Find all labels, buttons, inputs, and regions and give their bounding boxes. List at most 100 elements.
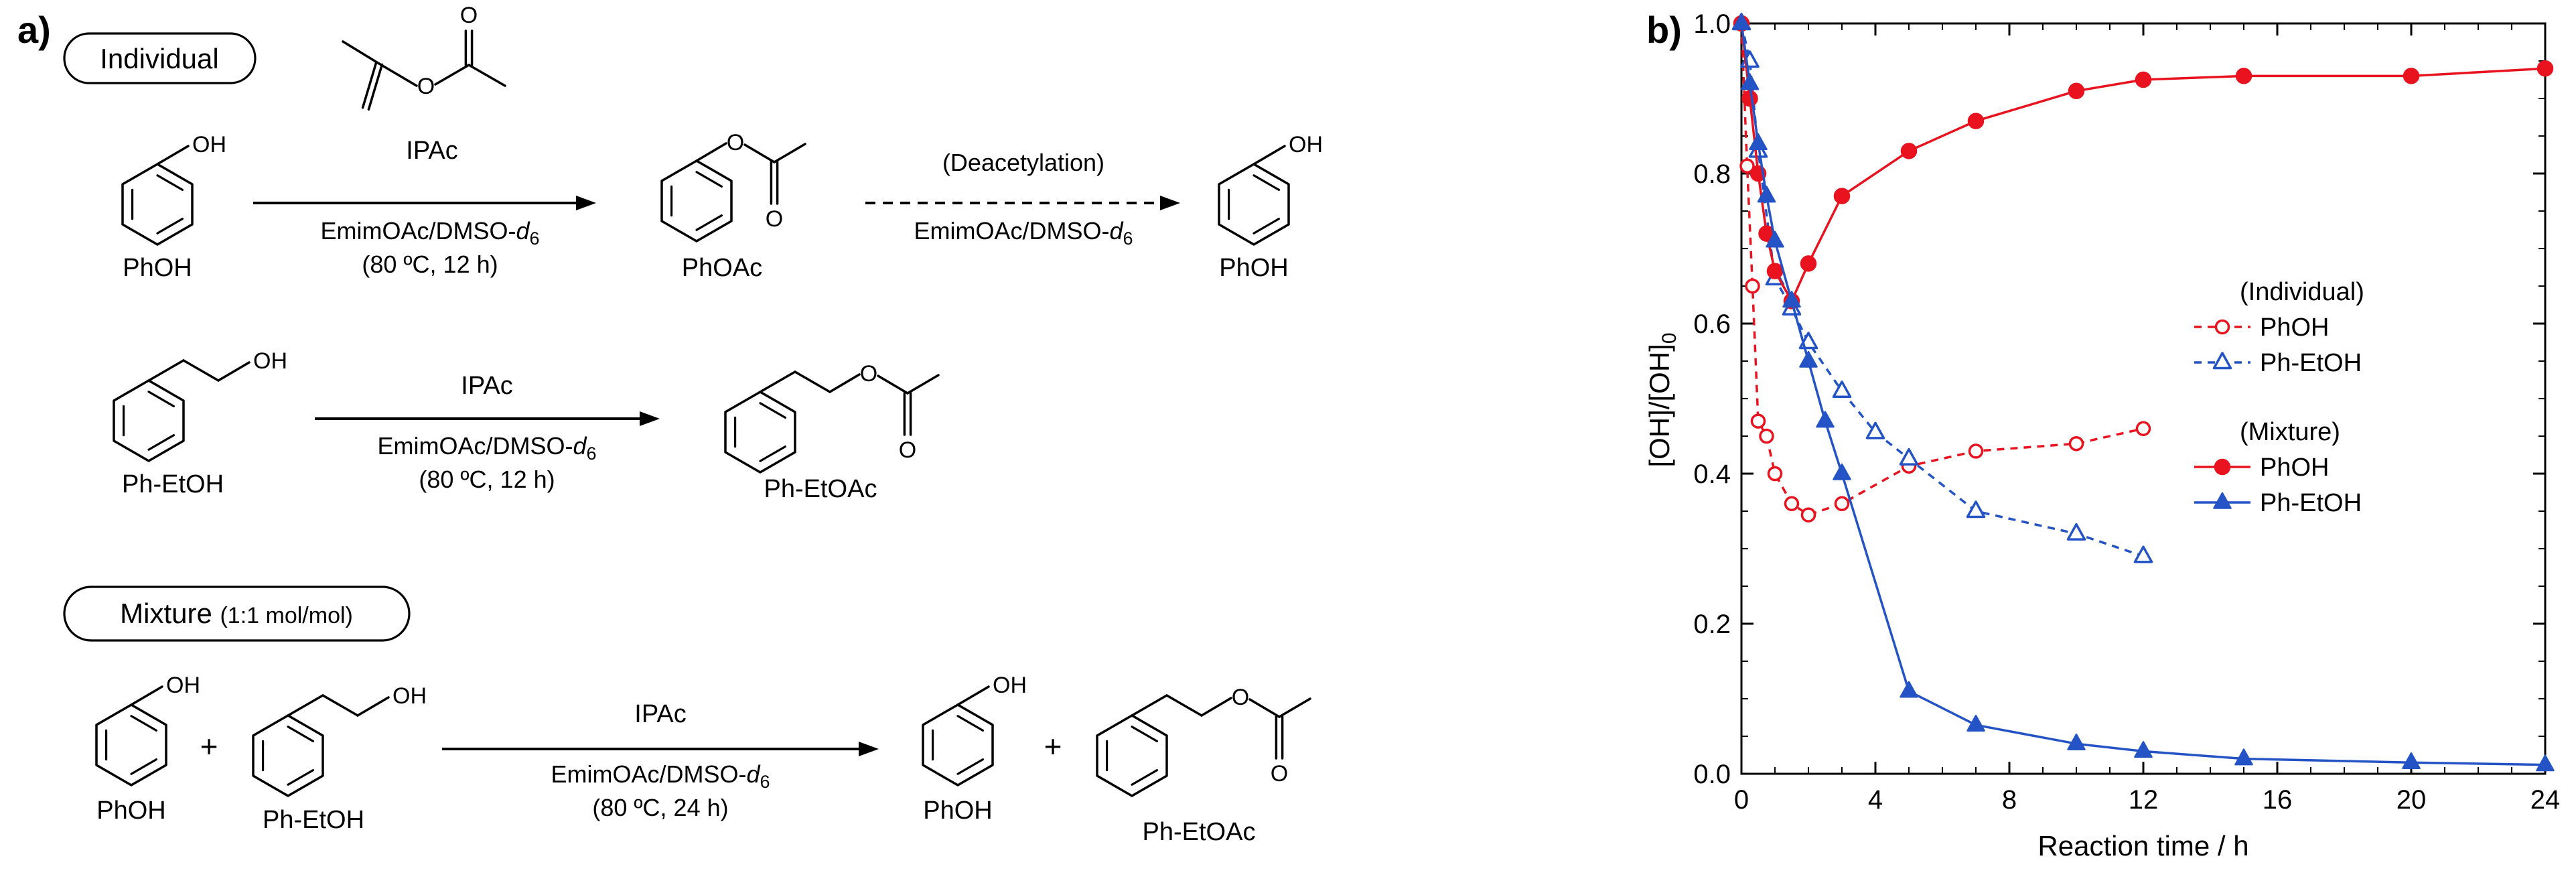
benzene-ring bbox=[121, 163, 194, 246]
open-triangle-marker bbox=[1966, 500, 1986, 519]
filled-circle-marker bbox=[1766, 263, 1784, 279]
filled-circle-marker bbox=[2403, 68, 2420, 84]
chart-legend: (Individual)PhOHPh-EtOH(Mixture)PhOHPh-E… bbox=[2194, 278, 2364, 517]
phoac-label: PhOAc bbox=[682, 254, 762, 282]
x-tick-label: 24 bbox=[2530, 785, 2561, 815]
reaction-scheme-figure: IndividualOHPhOHOOIPAcEmimOAc/DMSO-d6(80… bbox=[63, 3, 1323, 846]
series-individual-ph-etoh bbox=[1731, 13, 2153, 563]
bond bbox=[1253, 174, 1281, 191]
panel-a-label: a) bbox=[17, 9, 51, 51]
benzene-ring bbox=[113, 379, 185, 462]
o-atom-label: O bbox=[899, 437, 916, 463]
x-tick-label: 16 bbox=[2263, 785, 2293, 815]
filled-triangle-marker bbox=[2536, 754, 2555, 772]
open-triangle-marker bbox=[1832, 381, 1852, 399]
open-circle-marker bbox=[1750, 413, 1766, 429]
bond bbox=[156, 174, 184, 191]
bond bbox=[956, 685, 990, 706]
open-triangle-marker bbox=[2066, 523, 2086, 541]
bond bbox=[130, 685, 163, 706]
open-triangle-marker bbox=[1899, 448, 1919, 466]
filled-triangle-marker bbox=[1757, 186, 1776, 203]
benzene-ring bbox=[252, 714, 324, 797]
y-tick-label: 0.8 bbox=[1693, 159, 1731, 189]
ipac-label: IPAc bbox=[406, 137, 457, 165]
open-circle-marker bbox=[2068, 435, 2084, 452]
open-circle-marker bbox=[1800, 507, 1816, 523]
legend-group-header: (Mixture) bbox=[2240, 418, 2340, 446]
series-line bbox=[1740, 23, 2144, 557]
bond bbox=[287, 726, 315, 743]
filled-triangle-marker bbox=[1833, 463, 1851, 480]
filled-triangle-marker bbox=[1900, 681, 1918, 698]
bond bbox=[147, 391, 175, 408]
oh-atom-label: OH bbox=[192, 132, 226, 157]
y-tick-label: 0.0 bbox=[1693, 760, 1731, 789]
mixture-box-label: Mixture (1:1 mol/mol) bbox=[120, 598, 353, 629]
deacetylation-label: (Deacetylation) bbox=[942, 149, 1104, 176]
bond bbox=[1248, 698, 1281, 718]
x-tick-label: 20 bbox=[2396, 785, 2427, 815]
series-mixture-ph-etoh bbox=[1732, 13, 2555, 772]
scheme-row-individual-phoh: IndividualOHPhOHOOIPAcEmimOAc/DMSO-d6(80… bbox=[63, 3, 1323, 282]
y-tick-label: 0.4 bbox=[1693, 460, 1731, 489]
bond bbox=[877, 374, 909, 395]
legend-group-header: (Individual) bbox=[2240, 278, 2364, 306]
x-tick-label: 0 bbox=[1734, 785, 1749, 815]
filled-triangle-marker bbox=[1782, 291, 1801, 308]
arrow-head bbox=[576, 196, 596, 210]
bond bbox=[217, 361, 251, 382]
x-tick-label: 4 bbox=[1868, 785, 1883, 815]
label-box bbox=[63, 586, 411, 642]
ph-etoac-label: Ph-EtOAc bbox=[764, 475, 877, 503]
conditions-label: (80 ºC, 12 h) bbox=[362, 251, 498, 278]
open-circle-marker bbox=[1784, 496, 1800, 512]
solvent-label: EmimOAc/DMSO-d6 bbox=[914, 217, 1133, 249]
series-line bbox=[1740, 23, 2546, 766]
open-triangle-marker bbox=[1865, 421, 1885, 439]
phoh-label: PhOH bbox=[96, 797, 165, 825]
bond bbox=[367, 63, 384, 111]
oh-atom-label: OH bbox=[392, 683, 427, 709]
bond bbox=[695, 171, 723, 188]
arrow-head bbox=[1160, 196, 1180, 210]
bond bbox=[1200, 697, 1232, 717]
bond bbox=[356, 696, 390, 717]
bond bbox=[182, 359, 220, 382]
legend-item-label: Ph-EtOH bbox=[2260, 349, 2362, 377]
open-circle-marker bbox=[2214, 319, 2230, 335]
o-atom-label: O bbox=[417, 74, 435, 99]
bond bbox=[130, 715, 158, 732]
benzene-ring bbox=[724, 391, 796, 474]
ph-etoh-label: Ph-EtOH bbox=[263, 806, 364, 834]
open-circle-marker bbox=[2135, 421, 2151, 437]
bond bbox=[361, 61, 378, 109]
filled-triangle-marker bbox=[1740, 73, 1760, 90]
ipac-label: IPAc bbox=[634, 700, 686, 728]
filled-triangle-marker bbox=[1749, 133, 1768, 150]
bond bbox=[695, 142, 727, 162]
bond bbox=[321, 694, 359, 717]
bond bbox=[695, 214, 723, 231]
series-individual-phoh bbox=[1733, 15, 2151, 523]
bond bbox=[1253, 145, 1286, 165]
arrow-head bbox=[859, 742, 879, 756]
bond bbox=[342, 40, 380, 65]
conditions-label: (80 ºC, 24 h) bbox=[592, 794, 728, 821]
filled-triangle-marker bbox=[1732, 13, 1751, 30]
filled-triangle-marker bbox=[1799, 350, 1818, 368]
filled-circle-marker bbox=[1833, 188, 1851, 204]
open-circle-marker bbox=[1834, 496, 1850, 512]
scheme-row-mixture: Mixture (1:1 mol/mol)OHPhOH+OHPh-EtOHIPA… bbox=[63, 586, 1311, 846]
filled-circle-marker bbox=[2068, 82, 2085, 100]
phoh-label: PhOH bbox=[923, 797, 992, 825]
open-circle-marker bbox=[1745, 278, 1760, 294]
conditions-label: (80 ºC, 12 h) bbox=[419, 466, 555, 493]
filled-circle-marker bbox=[1741, 90, 1758, 107]
bond bbox=[759, 370, 796, 393]
filled-triangle-marker bbox=[2067, 733, 2086, 750]
bond bbox=[906, 374, 940, 395]
